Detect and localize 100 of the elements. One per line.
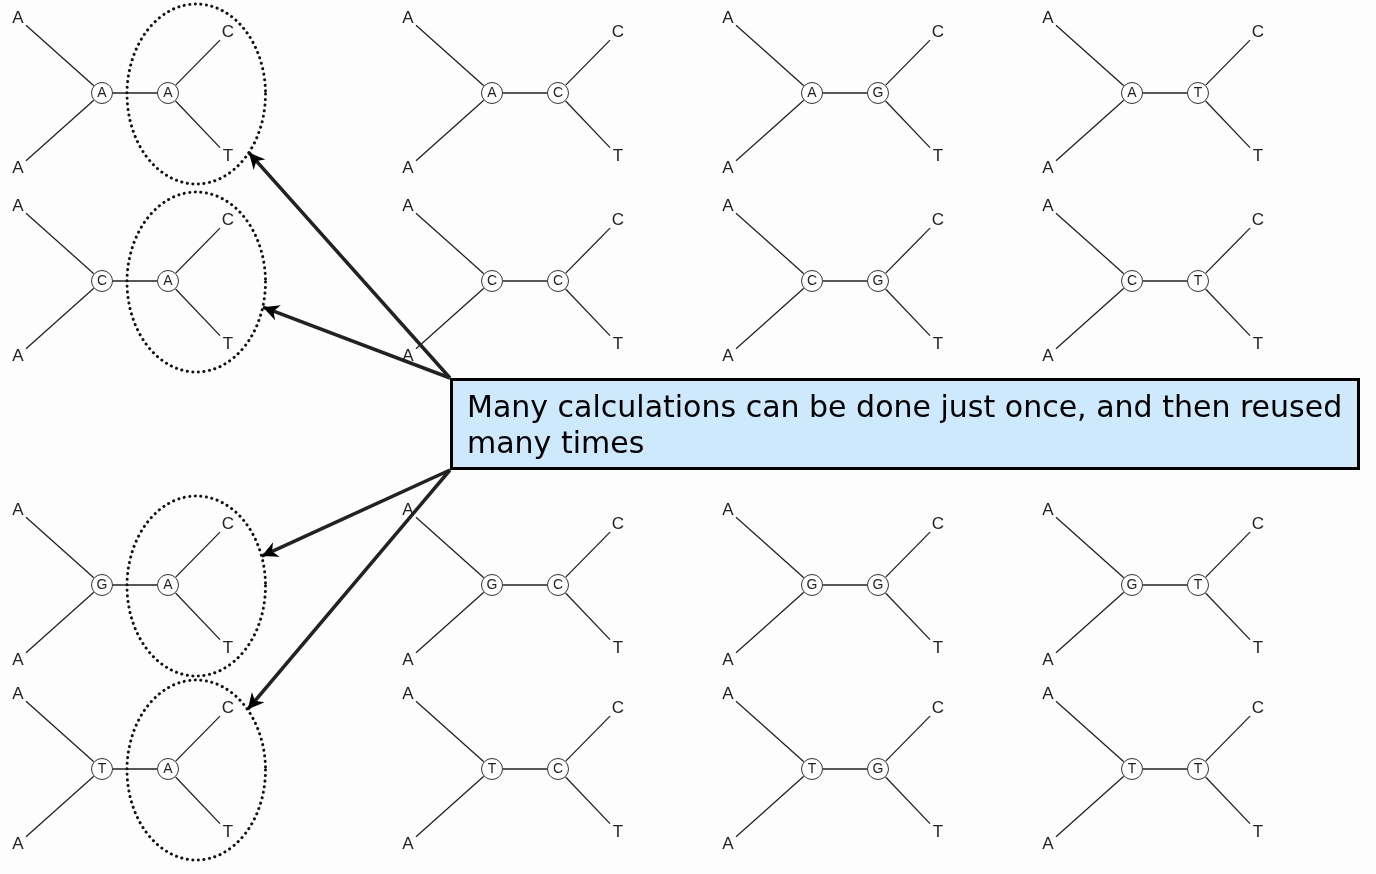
leaf-label: A (400, 158, 416, 178)
leaf-label: C (610, 22, 626, 42)
branch-line (1204, 288, 1251, 337)
state-circle: T (91, 758, 113, 780)
branch-line (1204, 776, 1251, 825)
branch-line (1142, 92, 1188, 94)
state-circle: A (157, 270, 179, 292)
branch-line (175, 227, 221, 274)
leaf-label: A (1040, 650, 1056, 670)
state-circle: G (867, 758, 889, 780)
branch-line (564, 288, 611, 337)
leaf-label: A (10, 834, 26, 854)
branch-line (735, 24, 805, 87)
leaf-label: T (930, 146, 946, 166)
dotted-loop (125, 678, 268, 862)
branch-line (822, 280, 868, 282)
leaf-label: T (1250, 638, 1266, 658)
state-circle: T (1187, 270, 1209, 292)
leaf-label: C (220, 22, 236, 42)
leaf-label: T (220, 638, 236, 658)
leaf-label: C (1250, 210, 1266, 230)
leaf-label: T (220, 822, 236, 842)
arrow (246, 468, 452, 711)
arrow (261, 468, 451, 558)
branch-line (112, 768, 158, 770)
branch-line (735, 212, 805, 275)
branch-line (565, 531, 611, 578)
leaf-label: A (10, 196, 26, 216)
leaf-label: C (610, 698, 626, 718)
state-circle: G (91, 574, 113, 596)
branch-line (885, 227, 931, 274)
leaf-label: A (400, 8, 416, 28)
leaf-label: T (1250, 334, 1266, 354)
dotted-loop (125, 2, 268, 186)
arrow (262, 305, 451, 380)
leaf-label: C (220, 514, 236, 534)
leaf-label: A (10, 158, 26, 178)
leaf-label: A (10, 346, 26, 366)
branch-line (822, 768, 868, 770)
branch-line (25, 516, 95, 579)
branch-line (174, 100, 221, 149)
branch-line (735, 591, 805, 654)
branch-line (1205, 715, 1251, 762)
leaf-label: A (1040, 500, 1056, 520)
state-circle: C (547, 574, 569, 596)
branch-line (735, 700, 805, 763)
branch-line (735, 516, 805, 579)
branch-line (415, 516, 485, 579)
leaf-label: A (1040, 684, 1056, 704)
branch-line (502, 584, 548, 586)
leaf-label: A (720, 500, 736, 520)
dotted-loop (125, 190, 268, 374)
branch-line (175, 715, 221, 762)
callout-box: Many calculations can be done just once, and then reused many times (450, 378, 1360, 470)
branch-line (1205, 531, 1251, 578)
state-circle: T (1187, 758, 1209, 780)
leaf-label: A (720, 8, 736, 28)
leaf-label: T (610, 146, 626, 166)
leaf-label: A (400, 684, 416, 704)
branch-line (25, 99, 95, 162)
leaf-label: A (720, 834, 736, 854)
leaf-label: T (930, 638, 946, 658)
leaf-label: A (1040, 346, 1056, 366)
branch-line (415, 24, 485, 87)
branch-line (1204, 100, 1251, 149)
leaf-label: A (720, 684, 736, 704)
branch-line (1142, 584, 1188, 586)
leaf-label: T (610, 822, 626, 842)
leaf-label: C (930, 210, 946, 230)
branch-line (112, 584, 158, 586)
state-circle: C (547, 758, 569, 780)
state-circle: A (157, 82, 179, 104)
state-circle: C (547, 270, 569, 292)
state-circle: G (867, 574, 889, 596)
branch-line (25, 775, 95, 838)
leaf-label: A (1040, 8, 1056, 28)
leaf-label: C (930, 514, 946, 534)
branch-line (735, 775, 805, 838)
state-circle: C (547, 82, 569, 104)
branch-line (1142, 280, 1188, 282)
branch-line (25, 212, 95, 275)
branch-line (565, 39, 611, 86)
state-circle: G (481, 574, 503, 596)
leaf-label: C (1250, 514, 1266, 534)
branch-line (415, 212, 485, 275)
branch-line (1055, 287, 1125, 350)
leaf-label: T (1250, 146, 1266, 166)
branch-line (884, 592, 931, 641)
branch-line (1055, 700, 1125, 763)
leaf-label: A (400, 196, 416, 216)
state-circle: A (801, 82, 823, 104)
branch-line (822, 584, 868, 586)
branch-line (415, 775, 485, 838)
leaf-label: C (930, 698, 946, 718)
dotted-loop (125, 494, 268, 678)
leaf-label: C (1250, 698, 1266, 718)
leaf-label: C (220, 210, 236, 230)
leaf-label: A (400, 834, 416, 854)
branch-line (415, 99, 485, 162)
state-circle: A (91, 82, 113, 104)
